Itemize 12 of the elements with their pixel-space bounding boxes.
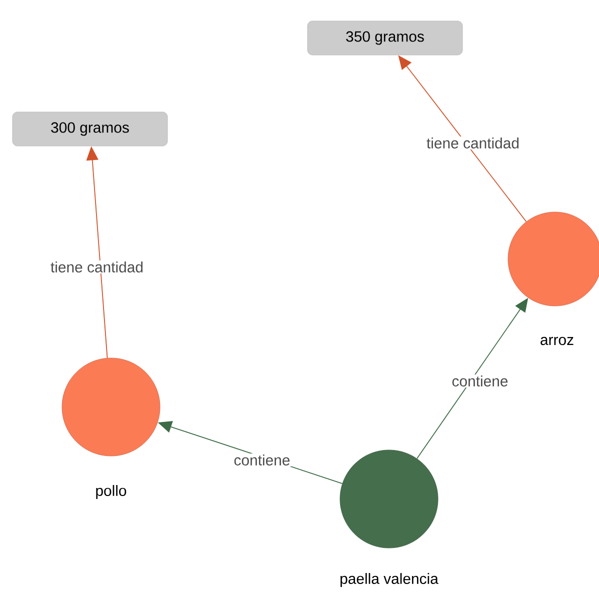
edge-label: contiene xyxy=(232,454,292,466)
edge-label: contiene xyxy=(450,374,510,388)
quantity-box: 300 gramos xyxy=(12,112,168,146)
node-label: pollo xyxy=(96,485,126,499)
circle-node xyxy=(62,358,160,456)
quantity-box: 350 gramos xyxy=(307,20,463,56)
circle-node xyxy=(340,450,438,548)
circle-node xyxy=(508,212,599,306)
node-label: paella valencia xyxy=(340,573,438,587)
node-label: arroz xyxy=(540,336,574,346)
edge-label: tiene cantidad xyxy=(425,136,521,150)
edge-label: tiene cantidad xyxy=(49,260,145,274)
